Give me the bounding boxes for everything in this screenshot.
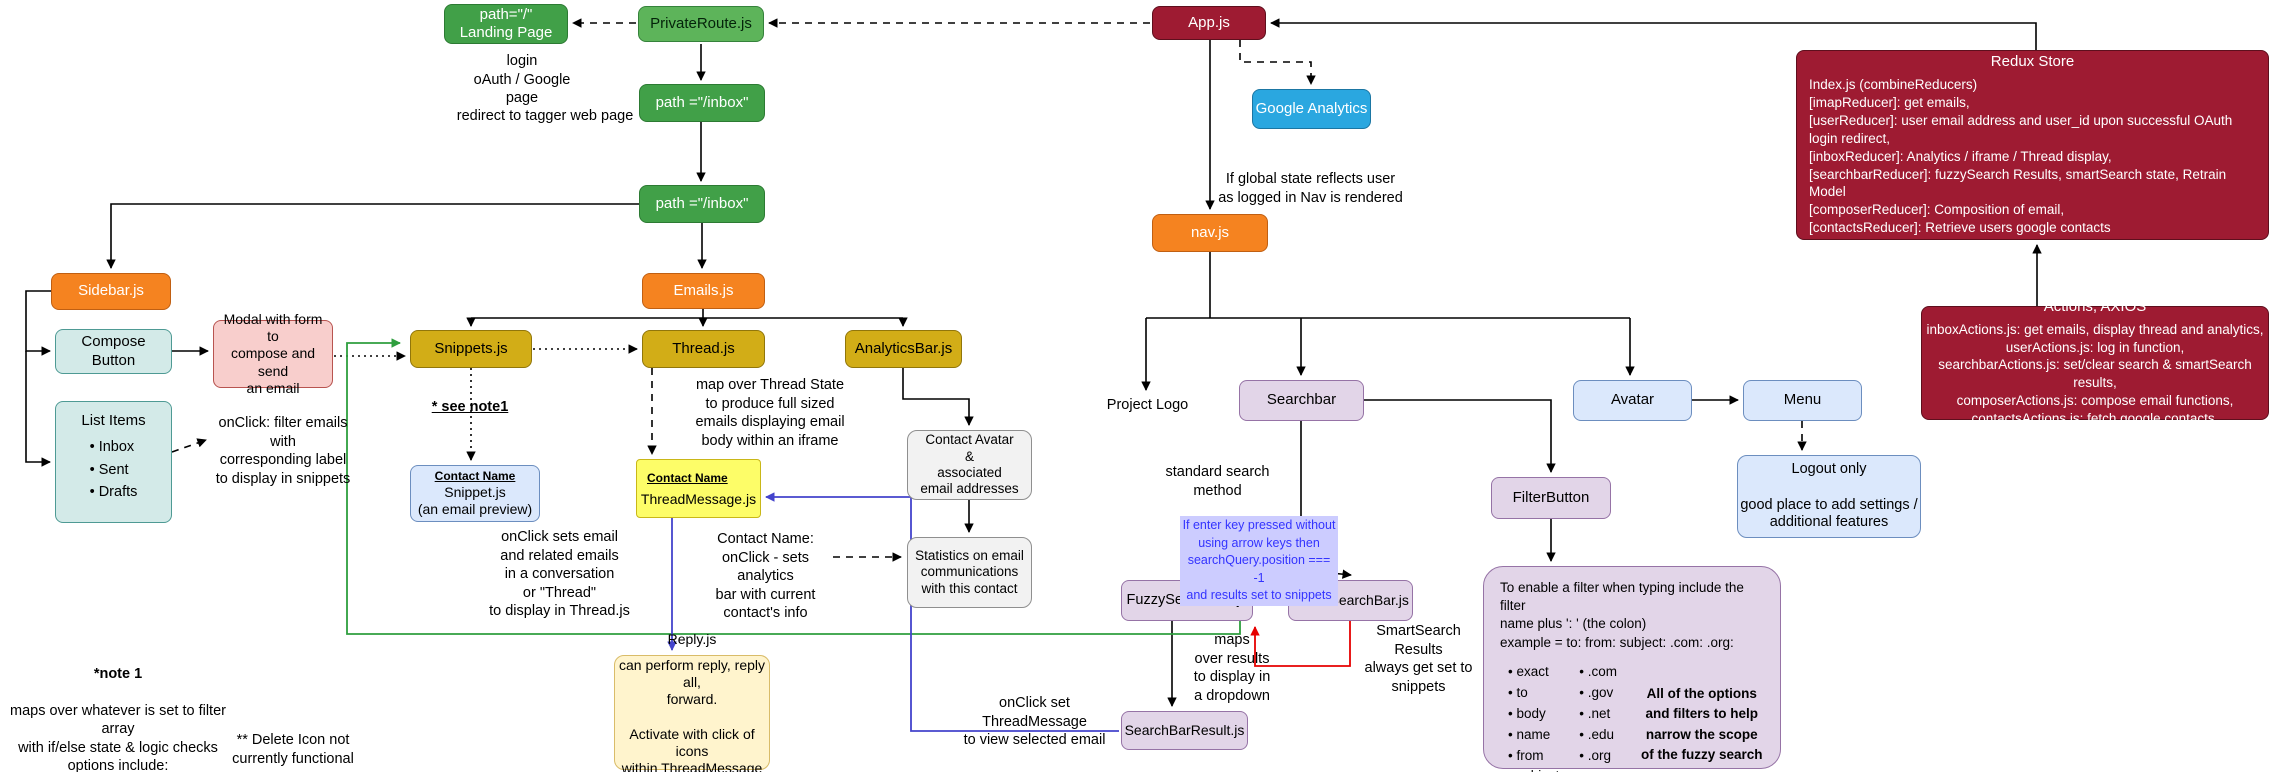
note-see-note1: * see note1 [431, 399, 509, 415]
node-snippets: Snippets.js [410, 330, 532, 368]
node-menu: Menu [1743, 380, 1862, 421]
node-thread-message: Contact Name ThreadMessage.js [636, 459, 761, 518]
list-items-options: • Inbox • Sent • Drafts [89, 439, 138, 501]
note-delete-icon: ** Delete Icon not currently functional [232, 732, 354, 767]
note-maps-over-results: maps over results to display in a dropdo… [1193, 632, 1271, 704]
node-compose-modal: Modal with form to compose and send an e… [213, 311, 333, 396]
node-list-items: List Items • Inbox • Sent • Drafts [55, 401, 172, 523]
list-items-title: List Items [81, 412, 146, 429]
filter-help-col2: • .com • .gov • .net • .edu • .org [1579, 663, 1617, 763]
node-path-inbox-2: path ="/inbox" [639, 185, 765, 223]
edge-result-to-threadmessage [765, 492, 1119, 732]
thread-message-body: ThreadMessage.js [640, 491, 757, 508]
node-search-bar-result: SearchBarResult.js [1121, 711, 1248, 750]
node-contact-avatar: Contact Avatar & associated email addres… [907, 430, 1032, 500]
filter-help-col1: • exact • to • body • name • from • subj… [1508, 663, 1559, 772]
node-snippet-preview: Contact Name Snippet.js (an email previe… [410, 465, 540, 522]
snippet-preview-body: Snippet.js (an email preview) [417, 483, 533, 517]
note-note1-title: *note 1 [93, 665, 143, 682]
edge-analyticsbar-to-contactavatar [902, 368, 974, 426]
node-emails: Emails.js [642, 273, 765, 309]
note-standard-search: standard search method [1165, 464, 1270, 499]
node-analytics-bar: AnalyticsBar.js [845, 330, 962, 368]
note-sidebar-onclick: onClick: filter emails with correspondin… [215, 415, 351, 487]
edge-nav-bracket [1146, 252, 1630, 319]
node-filter-button: FilterButton [1491, 477, 1611, 519]
edge-fuzzy-results-to-snippets [346, 338, 1241, 635]
node-nav: nav.js [1152, 214, 1268, 252]
node-filter-help: To enable a filter when typing include t… [1483, 566, 1781, 772]
edge-searchbar-to-filterbutton [1364, 399, 1556, 473]
note-snippet-onclick: onClick sets email and related emails in… [489, 529, 630, 620]
node-reply: Reply.js can perform reply, reply all, f… [614, 631, 770, 772]
note-map-over-thread: map over Thread State to produce full si… [695, 377, 845, 449]
edge-app-to-googleanalytics [1239, 40, 1316, 85]
reply-body: can perform reply, reply all, forward. A… [618, 657, 765, 772]
edge-sidebar-to-listitems [25, 351, 51, 467]
thread-message-heading: Contact Name [647, 470, 728, 485]
node-path-inbox-1: path ="/inbox" [639, 84, 765, 122]
edge-redux-to-app [1270, 18, 2037, 50]
note-note1-body: maps over whatever is set to filter arra… [10, 702, 226, 772]
reply-title: Reply.js [667, 631, 717, 648]
node-private-route: PrivateRoute.js [638, 6, 764, 42]
node-landing-page: path="/" Landing Page [444, 4, 568, 44]
node-google-analytics: Google Analytics [1252, 89, 1371, 129]
snippet-preview-heading: Contact Name [434, 469, 516, 484]
note-contact-name-onclick: Contact Name: onClick - sets analytics b… [715, 531, 816, 622]
note-redirect-tagger: redirect to tagger web page [456, 108, 634, 124]
node-redux-store: Redux Store Index.js (combineReducers) [… [1796, 50, 2269, 240]
edge-smart-results-to-snippets [1250, 621, 1351, 667]
redux-store-title: Redux Store [1990, 53, 2075, 71]
node-compose-button: Compose Button [55, 329, 172, 374]
edge-emails-bracket [471, 309, 903, 319]
edge-listitems-to-note [171, 438, 207, 453]
node-actions-axios: Actions, AXIOS inboxActions.js: get emai… [1921, 298, 2269, 426]
label-project-logo: Project Logo [1106, 397, 1189, 413]
note-onclick-set-threadmessage: onClick set ThreadMessage to view select… [963, 695, 1106, 749]
note-enter-key-behavior: If enter key pressed without using arrow… [1180, 516, 1338, 606]
redux-store-body: Index.js (combineReducers) [imapReducer]… [1809, 77, 2233, 235]
filter-help-note: All of the options and filters to help n… [1641, 686, 1763, 762]
edge-path2-to-sidebar [106, 203, 639, 269]
filter-help-intro: To enable a filter when typing include t… [1500, 580, 1744, 650]
actions-body: inboxActions.js: get emails, display thr… [1926, 321, 2264, 426]
node-avatar: Avatar [1573, 380, 1692, 421]
note-note1: *note 1 maps over whatever is set to fil… [4, 646, 232, 772]
node-app: App.js [1152, 6, 1266, 40]
edge-sidebar-to-compose [25, 290, 51, 356]
node-logout: Logout only good place to add settings /… [1737, 455, 1921, 538]
note-global-state: If global state reflects user as logged … [1218, 171, 1403, 206]
note-login-oauth: login oAuth / Google page [473, 53, 571, 107]
node-thread: Thread.js [642, 330, 765, 368]
actions-title: Actions, AXIOS [2043, 298, 2147, 316]
node-searchbar: Searchbar [1239, 380, 1364, 421]
node-sidebar: Sidebar.js [51, 273, 171, 310]
node-statistics: Statistics on email communications with … [907, 537, 1032, 608]
note-smart-results: SmartSearch Results always get set to sn… [1364, 623, 1473, 695]
